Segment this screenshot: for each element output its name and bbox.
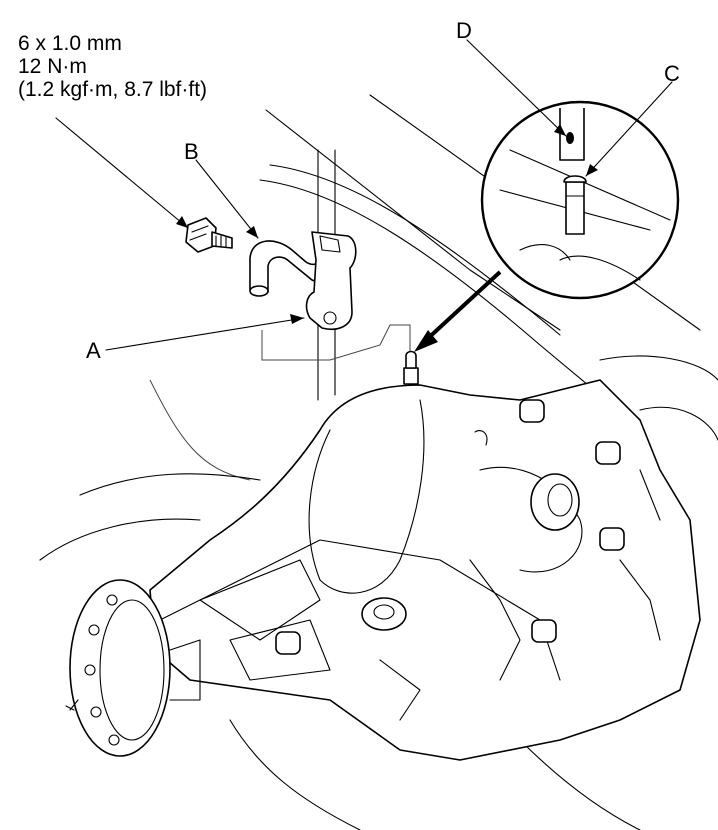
- callout-c: C: [664, 61, 680, 86]
- callout-b: B: [184, 139, 199, 164]
- bolt: [185, 217, 233, 253]
- axle-flange: [65, 579, 201, 757]
- callout-a: A: [86, 338, 101, 363]
- torque-alt-text: (1.2 kgf·m, 8.7 lbf·ft): [18, 78, 208, 101]
- leader-lines: [55, 39, 673, 352]
- callout-d: D: [456, 18, 472, 43]
- breather-fitting: [403, 350, 419, 385]
- detail-circle: [480, 100, 680, 300]
- bracket: [305, 231, 357, 330]
- torque-spec: 6 x 1.0 mm 12 N·m (1.2 kgf·m, 8.7 lbf·ft…: [18, 32, 207, 101]
- torque-nm-text: 12 N·m: [18, 55, 87, 78]
- differential-housing: [149, 379, 701, 761]
- bolt-size-text: 6 x 1.0 mm: [18, 32, 122, 55]
